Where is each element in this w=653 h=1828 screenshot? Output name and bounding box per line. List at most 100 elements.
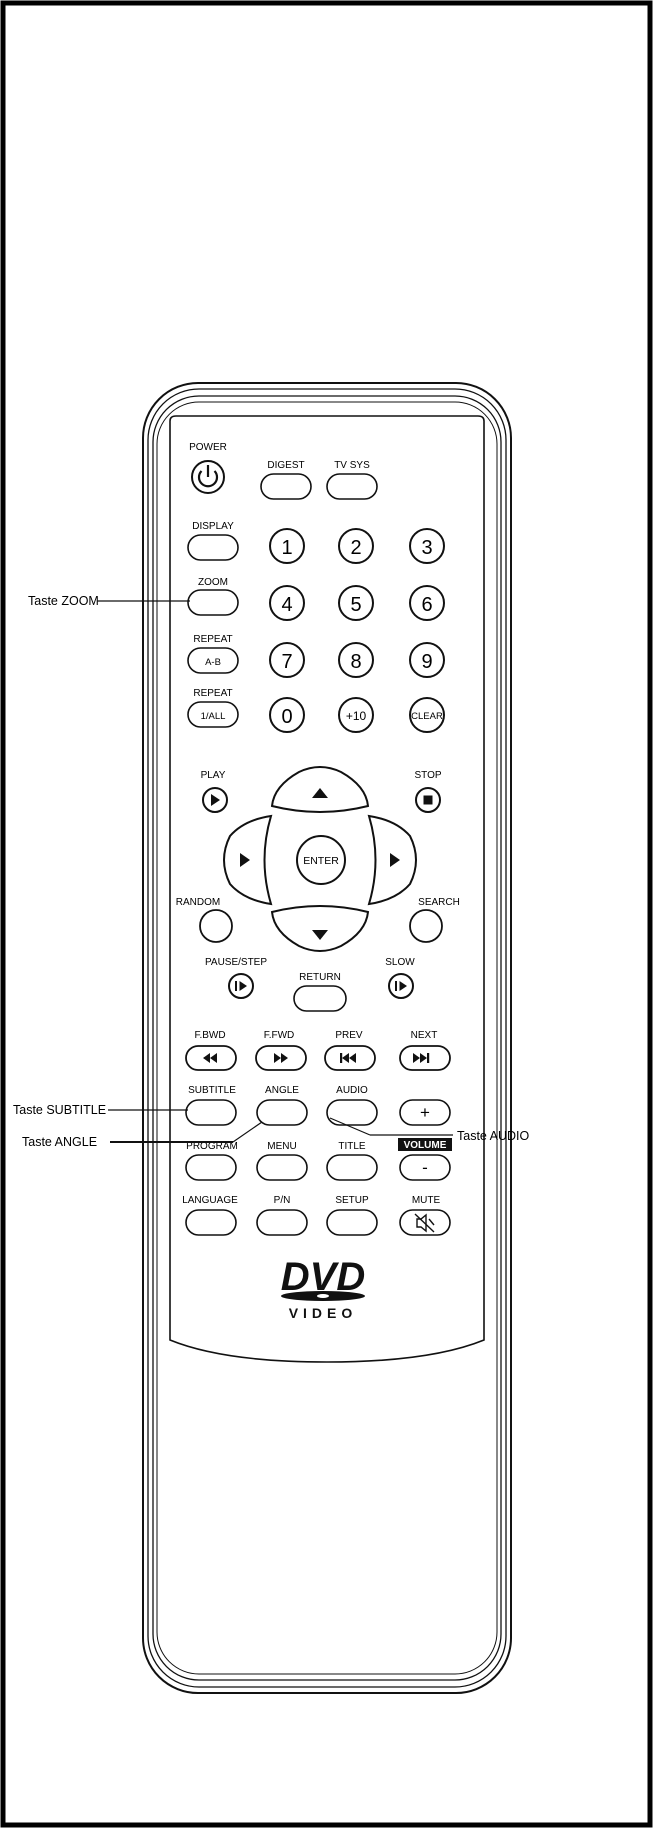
display-button[interactable] (187, 534, 239, 561)
repeat-ab-button[interactable]: A-B (187, 647, 239, 674)
nav-down-button[interactable] (270, 905, 370, 952)
pause-step-label: PAUSE/STEP (205, 957, 267, 968)
digit-2-button[interactable]: 2 (338, 528, 374, 564)
callout-audio-text: Taste AUDIO (457, 1129, 530, 1143)
power-icon (197, 470, 219, 488)
zoom-button[interactable] (187, 589, 239, 616)
digit-3-button[interactable]: 3 (409, 528, 445, 564)
tv-sys-button[interactable] (326, 473, 378, 500)
prev-label: PREV (335, 1030, 363, 1041)
volume-down-button[interactable]: - (399, 1154, 451, 1181)
digit-6-text: 6 (421, 594, 432, 616)
callout-subtitle-text: Taste SUBTITLE (13, 1103, 106, 1117)
language-label: LANGUAGE (182, 1195, 238, 1206)
random-label: RANDOM (176, 897, 220, 908)
digit-6-button[interactable]: 6 (409, 585, 445, 621)
callout-zoom-text: Taste ZOOM (28, 594, 99, 608)
remote-body (142, 382, 512, 1694)
subtitle-button[interactable] (185, 1099, 237, 1126)
digit-1-button[interactable]: 1 (269, 528, 305, 564)
display-label: DISPLAY (192, 521, 234, 532)
digit-5-button[interactable]: 5 (338, 585, 374, 621)
setup-button[interactable] (326, 1209, 378, 1236)
volume-down-text: - (422, 1158, 428, 1177)
clear-text: CLEAR (411, 711, 443, 722)
clear-button[interactable]: CLEAR (409, 697, 445, 733)
audio-button[interactable] (326, 1099, 378, 1126)
callout-subtitle: Taste SUBTITLE (13, 1103, 188, 1117)
search-button[interactable] (409, 909, 443, 943)
slow-button[interactable] (388, 973, 414, 999)
digit-grid: 1 2 3 4 5 6 7 8 9 0 +10 CLEAR (269, 528, 445, 733)
nav-left-button[interactable] (223, 814, 273, 906)
digest-button[interactable] (260, 473, 312, 500)
arrow-left-icon (240, 853, 250, 867)
pn-label: P/N (274, 1195, 291, 1206)
next-icon (413, 1053, 427, 1063)
digit-7-button[interactable]: 7 (269, 642, 305, 678)
tv-sys-label: TV SYS (334, 460, 370, 471)
stop-label: STOP (414, 770, 441, 781)
digit-1-text: 1 (281, 537, 292, 559)
digit-2-text: 2 (350, 537, 361, 559)
repeat-all-label: REPEAT (193, 688, 232, 699)
arrow-down-icon (312, 930, 328, 940)
callout-angle: Taste ANGLE (22, 1121, 263, 1149)
next-button[interactable] (399, 1045, 451, 1071)
enter-text: ENTER (303, 855, 339, 867)
mute-button[interactable] (399, 1209, 451, 1236)
volume-label: VOLUME (404, 1140, 447, 1151)
random-button[interactable] (199, 909, 233, 943)
zoom-label: ZOOM (198, 577, 228, 588)
menu-button[interactable] (256, 1154, 308, 1181)
language-button[interactable] (185, 1209, 237, 1236)
slow-label: SLOW (385, 957, 415, 968)
digit-0-button[interactable]: 0 (269, 697, 305, 733)
program-label: PROGRAM (186, 1141, 238, 1152)
play-button[interactable] (202, 787, 228, 813)
nav-up-button[interactable] (270, 766, 370, 813)
play-label: PLAY (201, 770, 226, 781)
subtitle-label: SUBTITLE (188, 1085, 236, 1096)
pause-step-button[interactable] (228, 973, 254, 999)
volume-up-text: + (420, 1103, 430, 1122)
step-icon (235, 981, 237, 991)
callout-audio: Taste AUDIO (329, 1117, 530, 1143)
rewind-icon (203, 1053, 217, 1063)
stop-button[interactable] (415, 787, 441, 813)
angle-label: ANGLE (265, 1085, 299, 1096)
audio-label: AUDIO (336, 1085, 368, 1096)
title-button[interactable] (326, 1154, 378, 1181)
digit-9-text: 9 (421, 651, 432, 673)
volume-badge (398, 1138, 452, 1151)
power-button[interactable] (191, 460, 225, 494)
digit-9-button[interactable]: 9 (409, 642, 445, 678)
arrow-up-icon (312, 788, 328, 798)
fbwd-label: F.BWD (194, 1030, 225, 1041)
ffwd-label: F.FWD (264, 1030, 295, 1041)
repeat-ab-text: A-B (205, 657, 221, 668)
enter-button[interactable]: ENTER (296, 835, 346, 885)
ffwd-button[interactable] (255, 1045, 307, 1071)
pn-button[interactable] (256, 1209, 308, 1236)
angle-button[interactable] (256, 1099, 308, 1126)
plus-ten-button[interactable]: +10 (338, 697, 374, 733)
digit-8-text: 8 (350, 651, 361, 673)
prev-button[interactable] (324, 1045, 376, 1071)
nav-right-button[interactable] (367, 814, 417, 906)
repeat-all-button[interactable]: 1/ALL (187, 701, 239, 728)
mute-label: MUTE (412, 1195, 441, 1206)
volume-up-button[interactable]: + (399, 1099, 451, 1126)
slow-icon (395, 981, 397, 991)
return-button[interactable] (293, 985, 347, 1012)
arrow-right-icon (390, 853, 400, 867)
digit-7-text: 7 (281, 651, 292, 673)
play-icon (211, 794, 220, 806)
fast-forward-icon (274, 1053, 288, 1063)
fbwd-button[interactable] (185, 1045, 237, 1071)
digit-4-button[interactable]: 4 (269, 585, 305, 621)
power-label: POWER (189, 442, 227, 453)
program-button[interactable] (185, 1154, 237, 1181)
digest-label: DIGEST (267, 460, 304, 471)
digit-8-button[interactable]: 8 (338, 642, 374, 678)
